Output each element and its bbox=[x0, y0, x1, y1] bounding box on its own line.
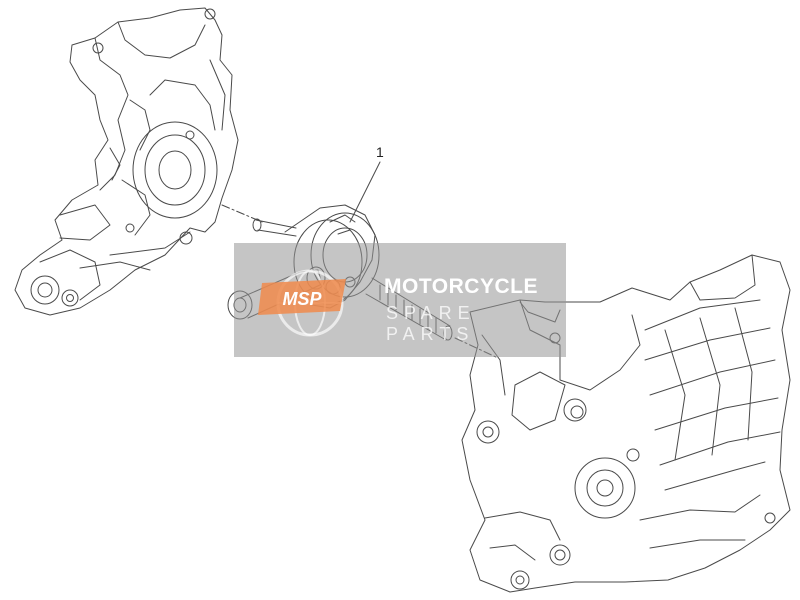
watermark-brand: MOTORCYCLE bbox=[384, 275, 538, 298]
watermark-subtitle: SPARE PARTS bbox=[386, 303, 476, 344]
logo-lettering: MSP bbox=[282, 289, 322, 309]
left-crankcase-half bbox=[14, 7, 239, 316]
globe-logo-icon: MSP bbox=[258, 269, 346, 337]
watermark-overlay: MSP MOTORCYCLE SPARE PARTS bbox=[234, 243, 566, 357]
callout-leader-line bbox=[349, 161, 381, 223]
part-callout-number: 1 bbox=[376, 144, 384, 160]
